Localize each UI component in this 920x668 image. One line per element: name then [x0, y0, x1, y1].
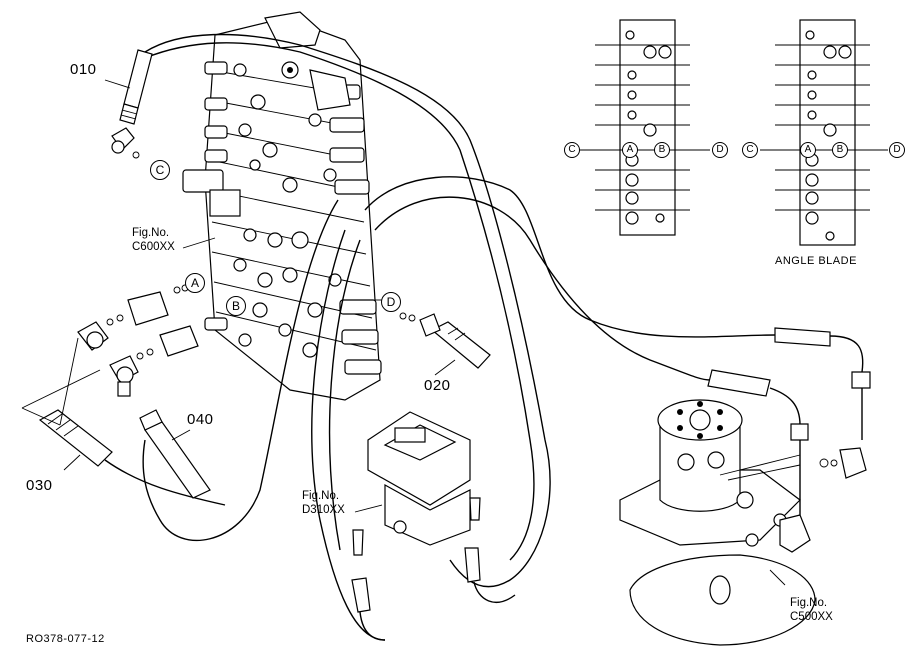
inset1-marker-d: D: [712, 142, 728, 158]
marker-c: C: [150, 160, 170, 180]
part-label-020: 020: [424, 377, 451, 394]
inset1-marker-c: C: [564, 142, 580, 158]
inset2-marker-a: A: [800, 142, 816, 158]
marker-a: A: [185, 273, 205, 293]
figure-ref-d310-line1: Fig.No.: [302, 490, 340, 502]
pilot-valve-d310: [351, 411, 516, 641]
figure-ref-c600-line2: C600XX: [132, 241, 175, 254]
part-label-040: 040: [187, 411, 214, 428]
figure-ref-c500-line2: C500XX: [790, 611, 833, 624]
inset1-marker-a: A: [622, 142, 638, 158]
figure-ref-d310: Fig.No. D310XX: [302, 489, 345, 518]
figure-ref-c500-line1: Fig.No.: [790, 597, 828, 609]
hose-030-040: [21, 284, 226, 506]
figure-ref-c500: Fig.No. C500XX: [790, 596, 833, 625]
inset-caption: ANGLE BLADE: [775, 255, 857, 267]
marker-b: B: [226, 296, 246, 316]
figure-ref-d310-line2: D310XX: [302, 504, 345, 517]
inset-valve-angle-blade: [775, 19, 870, 246]
part-label-030: 030: [26, 477, 53, 494]
inset1-marker-b: B: [654, 142, 670, 158]
inset-valve-standard: [595, 19, 690, 236]
inset2-marker-c: C: [742, 142, 758, 158]
figure-ref-c600: Fig.No. C600XX: [132, 226, 175, 255]
inset2-marker-d: D: [889, 142, 905, 158]
marker-d: D: [381, 292, 401, 312]
hose-010: [111, 49, 153, 159]
part-label-010: 010: [70, 61, 97, 78]
drawing-code: RO378-077-12: [26, 633, 105, 645]
hoses: [142, 33, 776, 641]
swivel-joint: [619, 327, 871, 646]
leader-lines: [63, 79, 888, 586]
control-valve: [182, 11, 382, 401]
figure-ref-c600-line1: Fig.No.: [132, 227, 170, 239]
inset2-marker-b: B: [832, 142, 848, 158]
hose-020: [399, 312, 491, 369]
